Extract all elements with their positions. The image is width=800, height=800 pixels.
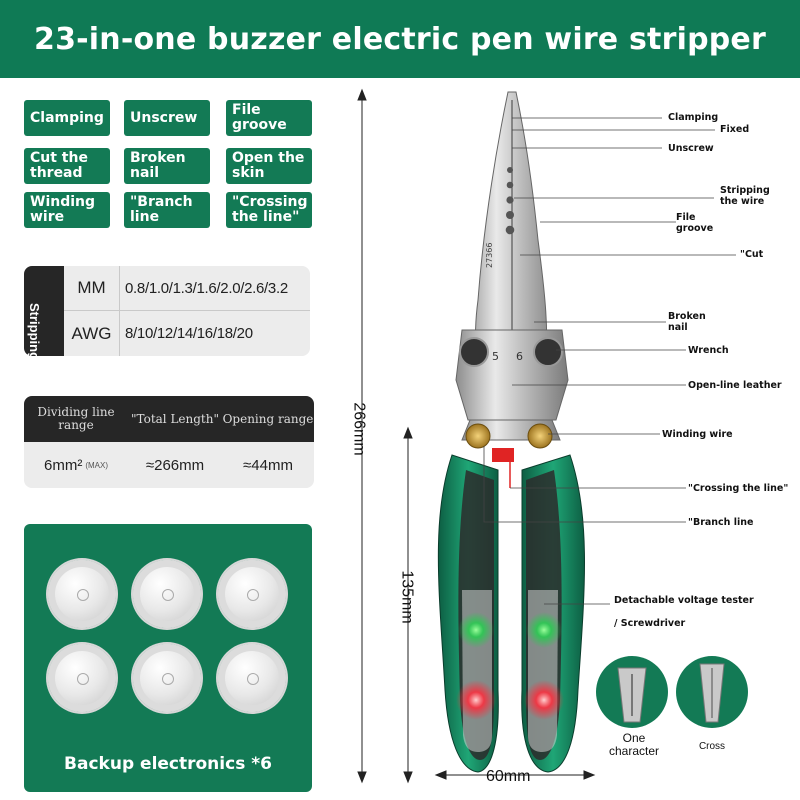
spec-table: Dividing line range "Total Length" Openi… — [24, 396, 314, 488]
pivot-screw-right — [527, 423, 553, 449]
model-number: 27366 — [485, 243, 494, 268]
stripping-side-label: Stripping the wire — [24, 266, 64, 413]
stripping-row-mm: MM 0.8/1.0/1.3/1.6/2.0/2.6/3.2 — [64, 266, 310, 311]
width-dimension: 60mm — [486, 768, 531, 785]
battery-label: Backup electronics *6 — [64, 754, 272, 774]
callout-fixed: Fixed — [720, 124, 750, 135]
stripping-holes — [505, 167, 515, 235]
spec-value-opening: ≈44mm — [243, 456, 293, 474]
feature-broken-nail: Broken nail — [124, 148, 210, 184]
battery-coin-icon — [133, 644, 201, 712]
wrench-hole-right — [533, 337, 563, 367]
feature-open-skin: Open the skin — [226, 148, 312, 184]
spec-value-row: 6mm²(MAX) ≈266mm ≈44mm — [24, 442, 314, 488]
crossing-line-marker — [492, 448, 514, 462]
spec-header-dividing: Dividing line range — [37, 405, 115, 432]
callout-crossing: "Crossing the line" — [688, 483, 789, 494]
dimension-width-line — [434, 770, 596, 780]
pivot-screw-left — [465, 423, 491, 449]
spec-value-note: (MAX) — [85, 460, 108, 470]
battery-coin-icon — [218, 560, 286, 628]
battery-coin-icon — [48, 644, 116, 712]
callout-file-groove: File groove — [676, 212, 714, 234]
callout-tester: Detachable voltage tester — [614, 595, 754, 606]
stripping-key: AWG — [64, 311, 120, 356]
callout-branch: "Branch line — [688, 517, 754, 528]
insert-one-character-label: One character — [608, 731, 660, 758]
stripping-key: MM — [64, 266, 120, 310]
callout-unscrew: Unscrew — [668, 143, 714, 154]
wrench-hole-left — [459, 337, 489, 367]
callout-stripping: Stripping the wire — [720, 185, 770, 207]
stripping-body: MM 0.8/1.0/1.3/1.6/2.0/2.6/3.2 AWG 8/10/… — [64, 266, 310, 356]
green-led-left — [458, 612, 494, 648]
battery-panel — [24, 524, 312, 792]
left-jaw-number: 5 — [492, 350, 499, 363]
insert-cross-label: Cross — [698, 741, 726, 752]
stripping-value: 8/10/12/14/16/18/20 — [125, 325, 253, 342]
callout-lines — [483, 117, 736, 605]
callout-wrench: Wrench — [688, 345, 729, 356]
red-led-right — [524, 680, 564, 720]
handle-length-dimension: 135mm — [398, 570, 416, 624]
callout-open-line: Open-line leather — [688, 380, 782, 391]
feature-file-groove: File groove — [226, 100, 312, 136]
feature-crossing-line: "Crossing the line" — [226, 192, 312, 228]
battery-coin-icon — [133, 560, 201, 628]
dimension-handle-line — [403, 426, 413, 784]
feature-cut-thread: Cut the thread — [24, 148, 110, 184]
feature-branch-line: "Branch line — [124, 192, 210, 228]
spec-value-dividing-text: 6mm² — [44, 456, 83, 474]
feature-unscrew: Unscrew — [124, 100, 210, 136]
stripping-value: 0.8/1.0/1.3/1.6/2.0/2.6/3.2 — [125, 279, 288, 297]
spec-header-length: "Total Length" — [131, 411, 219, 426]
callout-screwdriver: / Screwdriver — [614, 618, 686, 629]
stripping-table: Stripping the wire MM 0.8/1.0/1.3/1.6/2.… — [24, 266, 310, 413]
page-title: 23-in-one buzzer electric pen wire strip… — [34, 21, 766, 57]
total-length-dimension: 266mm — [350, 402, 368, 456]
right-jaw-number: 6 — [516, 350, 523, 363]
spec-header-row: Dividing line range "Total Length" Openi… — [24, 396, 314, 442]
spec-header-opening: Opening range — [222, 411, 314, 426]
spec-value-dividing: 6mm²(MAX) — [24, 442, 128, 488]
red-led-left — [456, 680, 496, 720]
callout-cut: "Cut — [740, 249, 764, 260]
dimension-total-line — [357, 88, 367, 784]
stripping-row-awg: AWG 8/10/12/14/16/18/20 — [64, 311, 310, 356]
feature-clamping: Clamping — [24, 100, 110, 136]
callout-clamping: Clamping — [668, 112, 719, 123]
title-banner: 23-in-one buzzer electric pen wire strip… — [0, 0, 800, 78]
battery-coin-icon — [48, 560, 116, 628]
feature-winding-wire: Winding wire — [24, 192, 110, 228]
battery-coin-icon — [218, 644, 286, 712]
green-led-right — [526, 612, 562, 648]
callout-broken-nail: Broken nail — [668, 311, 706, 333]
callout-winding: Winding wire — [662, 429, 733, 440]
spec-value-length: ≈266mm — [145, 456, 205, 474]
